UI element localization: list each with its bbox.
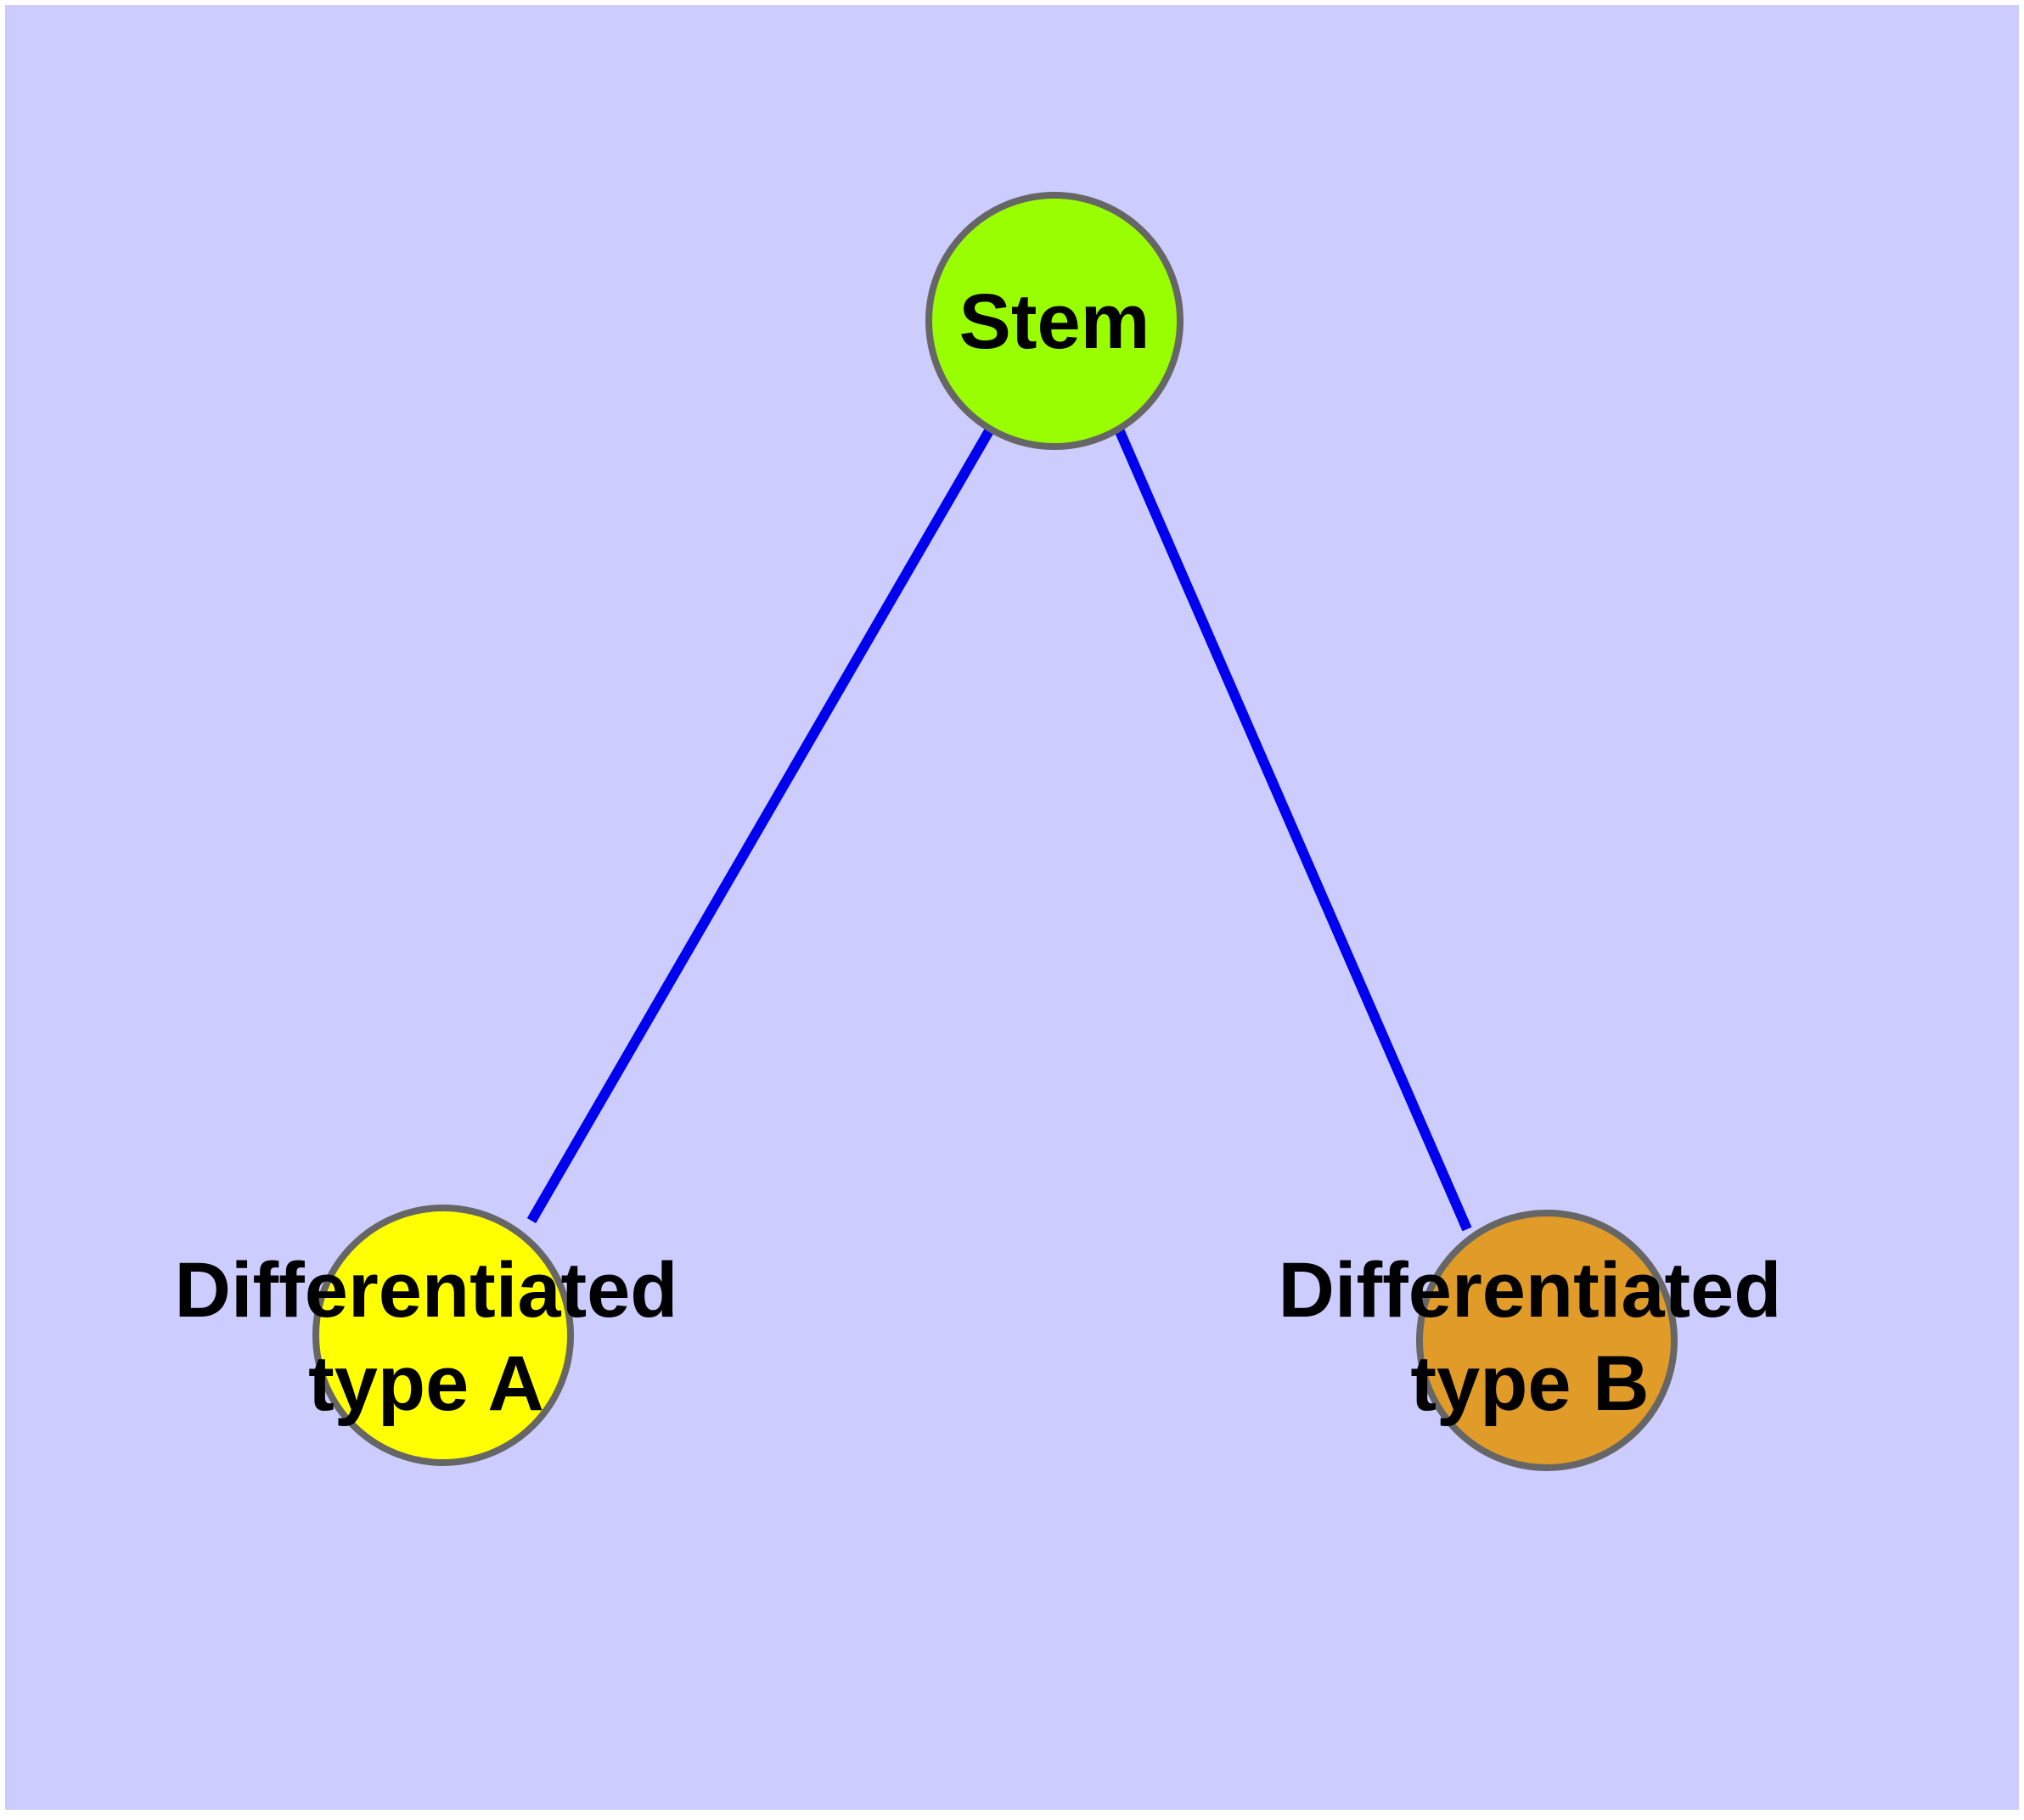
nodes-layer: [312, 192, 1678, 1471]
graph-node-label-line: Stem: [959, 278, 1150, 365]
graph-edge-stem-to-a[interactable]: [526, 426, 995, 1224]
graph-node-label-stem: Stem: [959, 278, 1150, 365]
graph-node-diff_b[interactable]: [1416, 1210, 1678, 1471]
graph-node-stem[interactable]: [925, 192, 1183, 450]
graph-node-label-line: type B: [1410, 1340, 1649, 1427]
graph-node-label-line: type A: [308, 1340, 544, 1427]
graph-node-label-line: Differentiated: [1279, 1247, 1782, 1334]
graph-node-label-line: Differentiated: [175, 1247, 678, 1334]
graph-edge-stem-to-b[interactable]: [1114, 427, 1472, 1232]
graph-node-diff_a[interactable]: [312, 1205, 574, 1466]
edges-layer: [526, 426, 1472, 1232]
